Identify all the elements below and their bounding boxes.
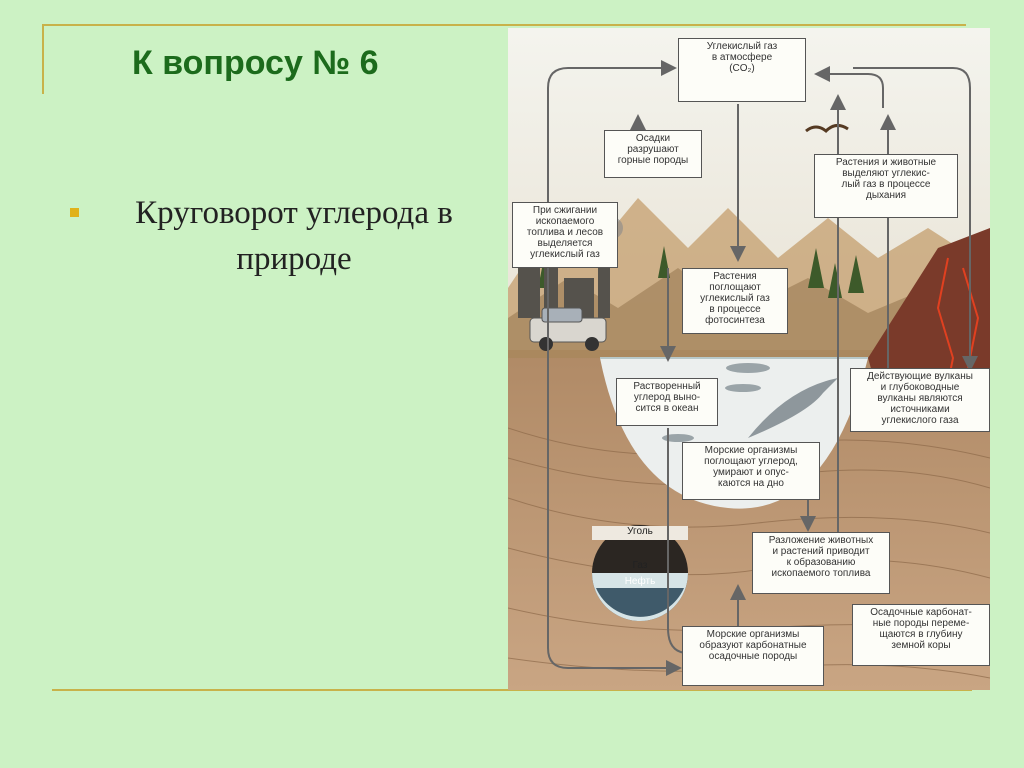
label-combustion: При сжигании ископаемого топлива и лесов…	[512, 202, 618, 268]
left-divider	[42, 24, 44, 94]
label-photosynthesis: Растения поглощают углекислый газ в проц…	[682, 268, 788, 334]
slide-bullet-text: Круговорот углерода в природе	[104, 190, 484, 282]
carbon-cycle-diagram: Углекислый газ в атмосфере (CO₂) Осадки …	[508, 28, 990, 690]
fuel-layer-coal: Уголь	[616, 526, 664, 537]
diagram-illustration	[508, 28, 990, 690]
label-volcanoes: Действующие вулканы и глубоководные вулк…	[850, 368, 990, 432]
fossil-fuel-deposit	[592, 525, 688, 621]
slide-title: К вопросу № 6	[132, 44, 379, 83]
label-atmosphere-co2: Углекислый газ в атмосфере (CO₂)	[678, 38, 806, 102]
label-respiration: Растения и животные выделяют углекис- лы…	[814, 154, 958, 218]
label-decomposition: Разложение животных и растений приводит …	[752, 532, 890, 594]
label-sedimentary-rocks: Осадочные карбонат- ные породы переме- щ…	[852, 604, 990, 666]
top-divider	[42, 24, 966, 26]
bullet-square-icon	[70, 208, 79, 217]
label-precipitation: Осадки разрушают горные породы	[604, 130, 702, 178]
label-marine-absorb: Морские организмы поглощают углерод, уми…	[682, 442, 820, 500]
label-dissolved-carbon: Растворенный углерод выно- сится в океан	[616, 378, 718, 426]
label-marine-carbonate: Морские организмы образуют карбонатные о…	[682, 626, 824, 686]
fuel-layer-gas: Газ	[616, 560, 664, 571]
fuel-layer-oil: Нефть	[616, 576, 664, 587]
